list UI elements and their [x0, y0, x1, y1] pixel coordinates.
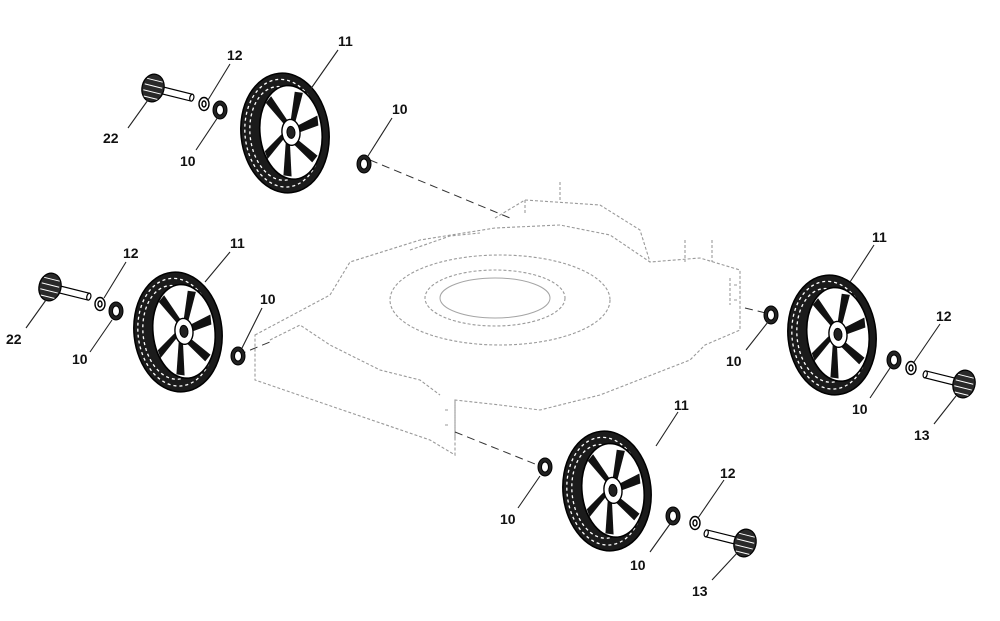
rr-wheel	[781, 269, 883, 401]
callout-rr-wheel: 11	[872, 229, 887, 245]
fl-bearing-outer	[230, 346, 246, 366]
fl-hub-cap	[35, 270, 95, 312]
callout-fl-wheel: 11	[230, 235, 245, 251]
callout-rl-washer: 12	[227, 47, 243, 63]
rr-washer	[905, 360, 917, 376]
front-left-wheel-assembly	[35, 266, 246, 398]
mower-deck	[254, 182, 741, 456]
rear-left-wheel-assembly	[138, 67, 372, 199]
callout-fl-bearing-outer: 10	[260, 291, 276, 307]
rr-bolt	[919, 359, 979, 401]
rr-bearing-outer	[886, 350, 902, 370]
callout-rl-hub-cap: 22	[103, 130, 119, 146]
fl-bearing-inner	[108, 301, 124, 321]
callout-rr-bolt: 13	[914, 427, 930, 443]
fr-washer	[689, 515, 701, 531]
fl-wheel	[127, 266, 229, 398]
fr-bolt	[700, 518, 760, 560]
callout-rl-bearing-inner: 10	[180, 153, 196, 169]
callout-fr-bolt: 13	[692, 583, 708, 599]
callout-labels: 22 12 10 11 10 22 12 10 11 10 11 10 10 1…	[6, 33, 952, 599]
callout-rr-washer: 12	[936, 308, 952, 324]
callout-fr-wheel: 11	[674, 397, 689, 413]
callout-fr-bearing-inner: 10	[500, 511, 516, 527]
callout-fr-bearing-outer: 10	[630, 557, 646, 573]
front-right-wheel-assembly	[537, 425, 760, 560]
callout-fl-bearing-inner: 10	[72, 351, 88, 367]
rl-wheel	[234, 67, 336, 199]
rl-hub-cap	[138, 71, 198, 113]
rl-washer	[198, 96, 210, 112]
leader-lines	[25, 49, 957, 581]
rl-bearing-outer	[356, 154, 372, 174]
callout-rl-bearing-outer: 10	[392, 101, 408, 117]
rl-bearing-inner	[212, 100, 228, 120]
fr-bearing-inner	[537, 457, 553, 477]
fr-bearing-outer	[665, 506, 681, 526]
callout-rr-bearing-outer: 10	[852, 401, 868, 417]
rear-right-wheel-assembly	[763, 269, 979, 401]
fr-wheel	[556, 425, 658, 557]
assembly-lines	[237, 159, 771, 467]
rr-bearing-inner	[763, 305, 779, 325]
fl-washer	[94, 296, 106, 312]
callout-fl-hub-cap: 22	[6, 331, 22, 347]
callout-fl-washer: 12	[123, 245, 139, 261]
callout-rr-bearing-inner: 10	[726, 353, 742, 369]
callout-fr-washer: 12	[720, 465, 736, 481]
callout-rl-wheel: 11	[338, 33, 353, 49]
